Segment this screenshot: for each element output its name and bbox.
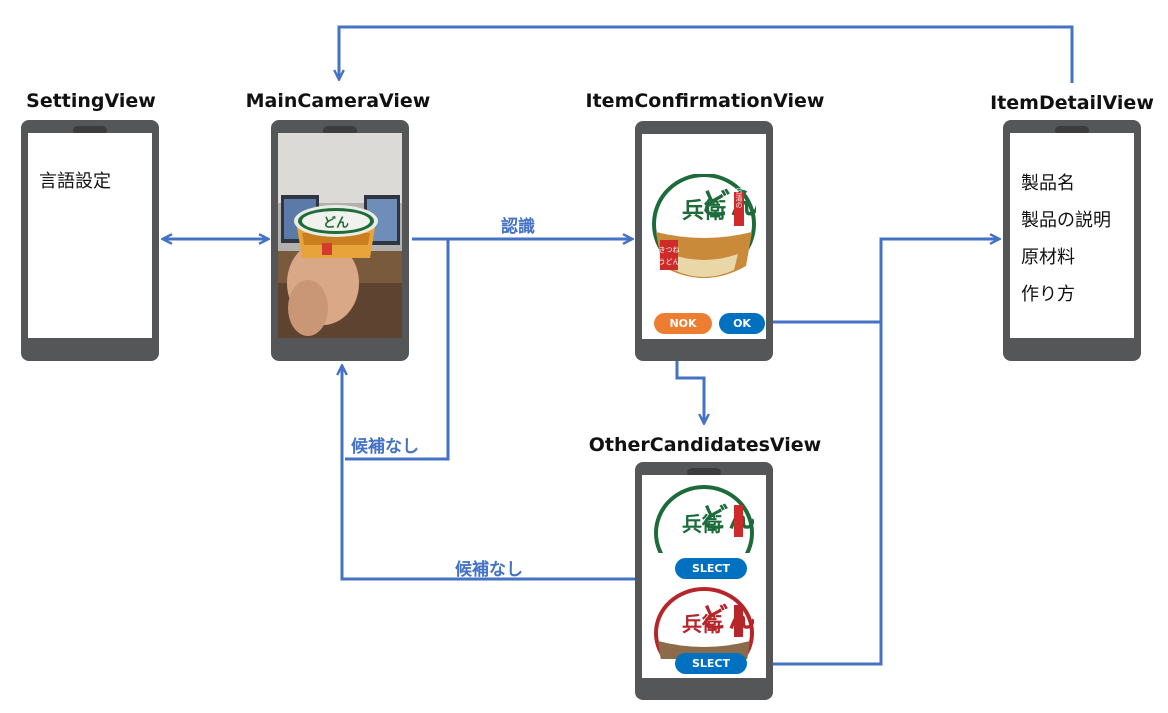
product-box-text: 兵衛 [682,198,726,224]
item-confirmation-screen: 兵衛 どん 日清の きつね うどん NOK OK [642,134,766,339]
arrow-select-to-detail [738,322,883,666]
item-detail-screen: 製品名 製品の説明 原材料 作り方 [1010,133,1134,338]
other-candidates-screen: 兵衛 どん SLECT 兵衛 どん SLECT [642,475,766,678]
candidate-1-brand: どん [700,501,754,534]
detail-product-description: 製品の説明 [1021,210,1111,231]
detail-how-to-make: 作り方 [1021,284,1075,305]
camera-photo: どん [278,133,402,338]
arrow-detail-back-to-main [339,25,1074,83]
select-button-2[interactable]: SLECT [675,653,747,674]
detail-product-name: 製品名 [1021,173,1075,194]
main-camera-view-phone: どん [271,120,409,361]
product-image: 兵衛 どん 日清の きつね うどん [652,174,756,278]
candidate-2-box-text: 兵衛 [682,612,722,636]
other-candidates-view-title: OtherCandidatesView [588,434,822,456]
camera-preview[interactable]: どん [278,133,402,338]
candidate-1-box-text: 兵衛 [682,512,722,536]
no-candidate-label-1: 候補なし [351,437,419,457]
product-variant2-text: うどん [659,258,680,266]
setting-view-screen: 言語設定 [28,133,152,338]
item-detail-view-title: ItemDetailView [990,92,1154,114]
phone-speaker [323,126,357,135]
item-detail-view-phone: 製品名 製品の説明 原材料 作り方 [1003,120,1141,361]
recognize-label: 認識 [501,217,535,237]
arrow-ok-to-detail [758,239,999,324]
arrow-no-candidate-2 [342,366,636,581]
product-maker-text: 日清の [735,188,743,209]
language-setting-item[interactable]: 言語設定 [39,171,111,192]
phone-speaker [1055,126,1089,135]
setting-view-phone: 言語設定 [21,120,159,361]
main-camera-view-title: MainCameraView [245,90,431,112]
ok-button[interactable]: OK [719,313,765,334]
item-confirmation-view-title: ItemConfirmationView [585,90,825,112]
candidate-product-image-2: 兵衛 どん [654,587,754,659]
phone-speaker [687,468,721,477]
other-candidates-view-phone: 兵衛 どん SLECT 兵衛 どん SLECT [635,462,773,700]
no-candidate-label-2: 候補なし [455,560,523,580]
nok-button[interactable]: NOK [654,313,712,334]
select-button-1[interactable]: SLECT [675,558,747,579]
candidate-product-image-1: 兵衛 どん [654,485,754,553]
product-brand-text: どん [700,187,756,222]
detail-ingredients: 原材料 [1021,247,1075,268]
phone-speaker [73,126,107,135]
candidate-2-brand: どん [700,601,754,634]
arrow-no-candidate-1 [345,239,450,461]
camera-cup-brand: どん [323,216,349,231]
item-confirmation-view-phone: 兵衛 どん 日清の きつね うどん NOK OK [635,121,773,361]
product-variant-text: きつね [659,246,680,254]
setting-view-title: SettingView [26,90,156,112]
